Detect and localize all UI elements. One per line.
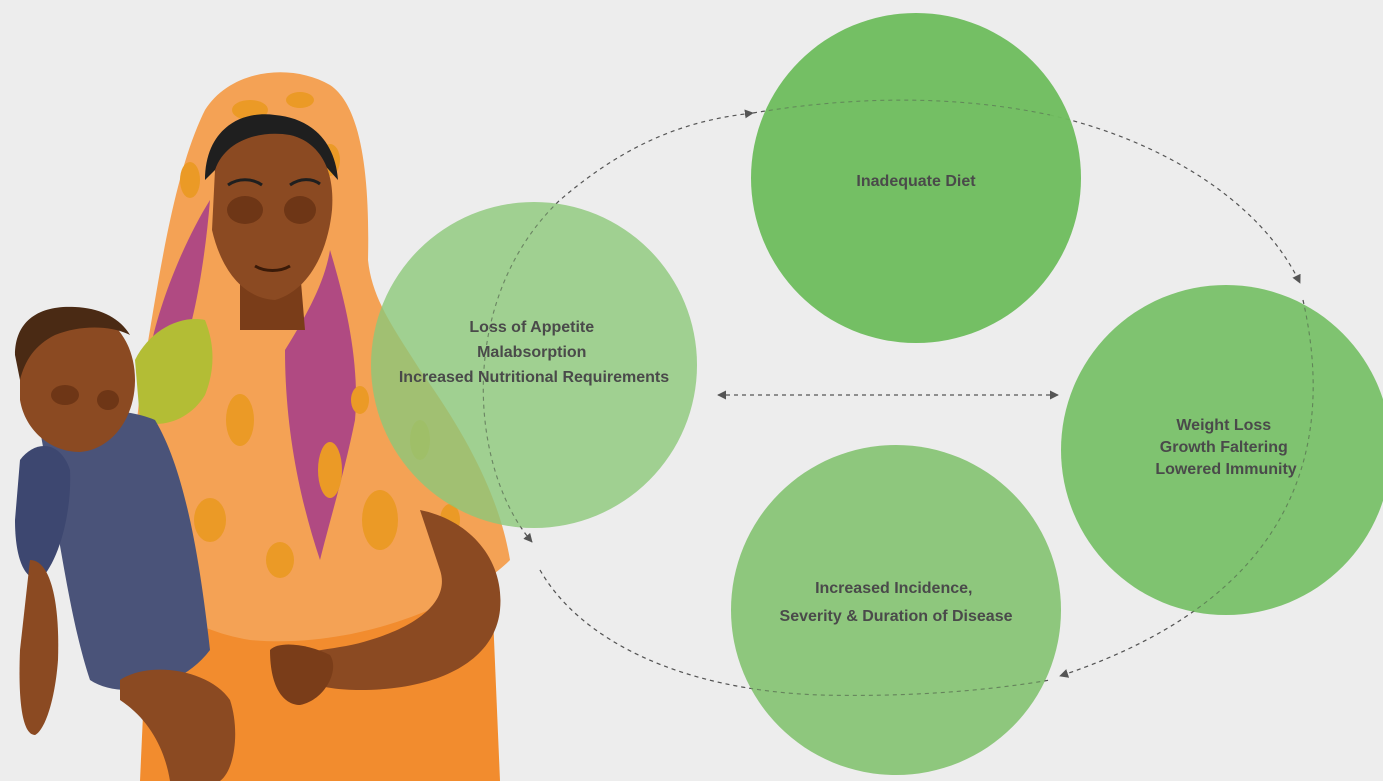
child-hair [15,306,130,380]
circle-disease [731,445,1061,775]
child-leg [120,669,236,781]
mother-eye-shadow-right [284,196,316,224]
mother-mouth [254,264,291,272]
child-shirt [40,411,210,690]
mother-hand [270,644,334,705]
mother-hair [205,114,338,180]
mother-child-illustration [15,72,511,781]
label-disease: Increased Incidence, Severity & Duration… [780,580,1013,625]
saree-magenta-fold-left [150,200,210,360]
label-inadequate-diet: Inadequate Diet [856,173,976,190]
mother-face [212,133,333,300]
mother-brow-right [289,178,321,187]
mother-arm [280,510,501,690]
child-sleeve [15,446,71,580]
child-arm [19,560,59,735]
label-weight-loss: Weight Loss Growth Faltering Lowered Imm… [1155,417,1296,478]
mother-eye-shadow-left [227,196,263,224]
circle-inadequate-diet [751,13,1081,343]
child-eye-shadow [51,385,79,405]
circle-weight-loss [1061,285,1383,615]
mother-brow-left [227,178,263,187]
child-head [20,307,135,452]
blouse [135,319,213,424]
cycle-path-overlay [482,99,1314,696]
circle-appetite [371,202,697,528]
child-eye-shadow-2 [97,390,119,410]
label-appetite: Loss of Appetite Malabsorption Increased… [399,319,669,386]
